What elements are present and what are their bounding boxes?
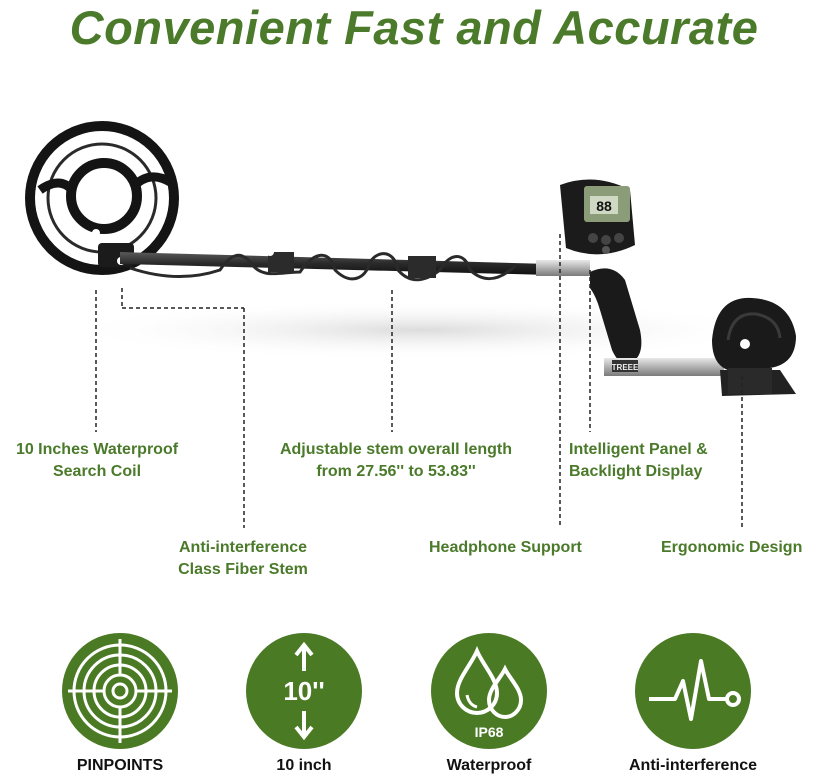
- handle-badge: TREEE: [612, 363, 639, 372]
- callout-panel-line1: Intelligent Panel &: [569, 441, 708, 458]
- target-crosshair-icon: [62, 633, 178, 749]
- callout-search-coil-line1: 10 Inches Waterproof: [15, 441, 179, 458]
- callout-panel-line2: Backlight Display: [569, 463, 703, 480]
- callout-headphone: Headphone Support: [429, 539, 582, 556]
- callout-fiber-stem-line2: Class Fiber Stem: [178, 561, 308, 578]
- callout-stem-length-line1: Adjustable stem overall length: [279, 441, 513, 458]
- pulse-waveform-icon: [635, 633, 751, 749]
- ip-rating-text: IP68: [475, 724, 504, 740]
- page-title: Convenient Fast and Accurate: [69, 1, 759, 54]
- search-coil: [25, 121, 179, 275]
- callout-fiber-stem: Anti-interference Class Fiber Stem: [160, 537, 326, 581]
- display-digits: 88: [596, 198, 612, 214]
- callout-stem-length-line2: from 27.56'' to 53.83'': [316, 463, 476, 480]
- callout-search-coil-line2: Search Coil: [52, 463, 142, 480]
- vertical-arrow-size-icon: 10'': [246, 633, 362, 749]
- callout-ergonomic: Ergonomic Design: [661, 539, 803, 556]
- callout-fiber-stem-line1: Anti-interference: [178, 539, 308, 556]
- callout-stem-length: Adjustable stem overall length from 27.5…: [255, 439, 537, 483]
- callout-search-coil: 10 Inches Waterproof Search Coil: [0, 439, 194, 483]
- control-box: 88: [560, 179, 635, 255]
- callout-panel: Intelligent Panel & Backlight Display: [569, 439, 769, 483]
- feature-label-pinpoints: PINPOINTS: [76, 757, 164, 774]
- arm-cuff: [712, 297, 796, 396]
- floor-shadow: [60, 300, 780, 360]
- handle: TREEE: [590, 268, 724, 376]
- telescopic-stem: [120, 248, 590, 282]
- water-drops-icon: IP68: [431, 633, 547, 749]
- size-text: 10'': [283, 676, 324, 706]
- feature-label-anti-interference: Anti-interference: [628, 757, 758, 774]
- feature-label-waterproof: Waterproof: [446, 757, 532, 774]
- feature-label-10-inch: 10 inch: [276, 757, 332, 774]
- callout-leader-lines: [95, 234, 743, 528]
